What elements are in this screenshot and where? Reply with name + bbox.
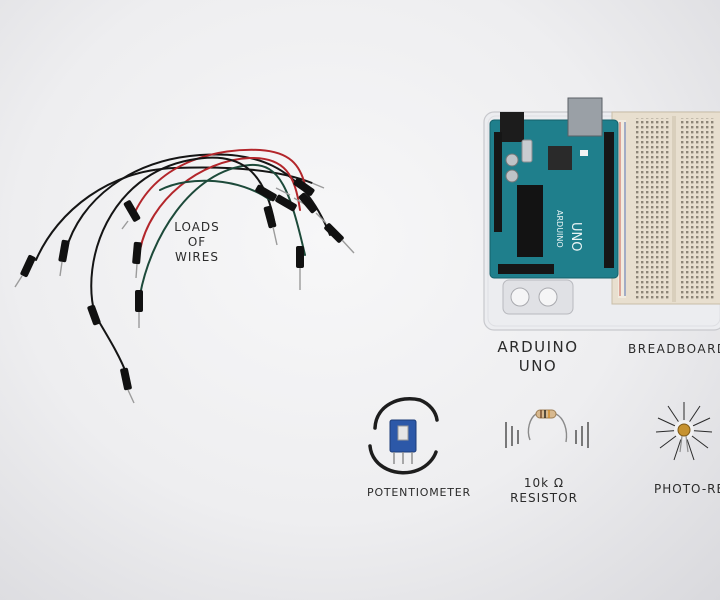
resistor-label-line: 10k Ω bbox=[523, 476, 565, 490]
rotation-arrow-icon bbox=[373, 397, 439, 430]
board-model-text: UNO bbox=[568, 222, 583, 251]
connector bbox=[263, 205, 278, 246]
connector bbox=[58, 239, 70, 277]
wires-label: LOADS OF WIRES bbox=[166, 220, 228, 265]
connector bbox=[135, 290, 143, 328]
connector bbox=[293, 178, 325, 196]
connector bbox=[87, 304, 101, 326]
photoresistor-label: PHOTO-RE bbox=[654, 482, 720, 496]
arduino-label-line: UNO bbox=[518, 356, 558, 375]
vibration-lines-icon bbox=[505, 422, 589, 448]
connector bbox=[296, 246, 304, 290]
arduino-uno-board: ARDUINO UNO bbox=[489, 97, 619, 279]
usb-port bbox=[567, 97, 603, 137]
wire-connectors bbox=[14, 178, 355, 404]
wire-black bbox=[90, 156, 276, 316]
connector bbox=[132, 241, 142, 279]
microcontroller-chip bbox=[517, 185, 543, 257]
wires-label-line: WIRES bbox=[175, 250, 219, 264]
connector bbox=[120, 367, 135, 404]
wire-red bbox=[134, 148, 306, 213]
potentiometer-label: POTENTIOMETER bbox=[367, 486, 471, 499]
resistor-label: 10k Ω RESISTOR bbox=[508, 476, 580, 506]
breadboard-label: BREADBOARD bbox=[628, 342, 720, 356]
connector bbox=[121, 200, 141, 230]
breadboard bbox=[611, 111, 720, 305]
rotation-arrow-icon bbox=[368, 444, 438, 475]
connector bbox=[324, 223, 355, 254]
wire-green bbox=[159, 179, 271, 201]
resistor bbox=[505, 409, 589, 448]
connector bbox=[14, 254, 36, 288]
jumper-wires bbox=[35, 148, 331, 379]
arduino-label: ARDUINO UNO bbox=[496, 338, 580, 376]
plate-cutout bbox=[502, 279, 574, 315]
power-jack bbox=[500, 112, 524, 142]
arduino-label-line: ARDUINO bbox=[497, 338, 579, 356]
wire-red bbox=[139, 156, 301, 251]
wires-label-line: OF bbox=[187, 235, 207, 249]
resistor-label-line: RESISTOR bbox=[510, 491, 578, 505]
photoresistor bbox=[655, 402, 713, 461]
wires-label-line: LOADS bbox=[174, 220, 220, 234]
connector bbox=[298, 192, 327, 224]
board-brand-text: ARDUINO bbox=[555, 210, 564, 248]
connector bbox=[255, 184, 291, 202]
potentiometer bbox=[368, 397, 439, 475]
